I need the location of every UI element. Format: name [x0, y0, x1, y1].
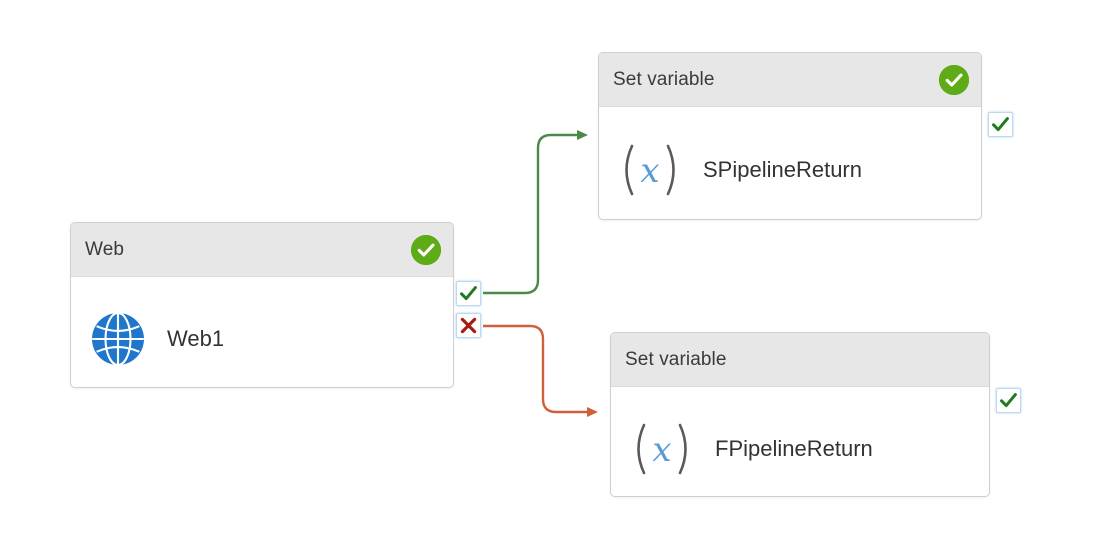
edge-success-connector[interactable]	[483, 130, 588, 295]
check-circle-icon	[939, 64, 969, 95]
output-handle-success[interactable]: On success	[996, 388, 1021, 413]
node-body: x SPipelineReturn	[599, 107, 981, 219]
activity-node-set-variable-failure[interactable]: Set variable x FPipelineReturn	[610, 332, 990, 497]
node-name-label: Web1	[167, 326, 225, 351]
check-icon	[1000, 393, 1017, 408]
svg-text:x: x	[640, 151, 659, 191]
node-header: Set variable	[599, 53, 981, 107]
output-handle-success[interactable]: On success	[456, 281, 481, 306]
node-name-label: SPipelineReturn	[703, 157, 862, 182]
node-header: Web	[71, 223, 453, 277]
node-type-label: Set variable	[613, 68, 715, 90]
node-header: Set variable	[611, 333, 989, 387]
variable-icon: x	[617, 142, 683, 198]
node-name-label: FPipelineReturn	[715, 435, 873, 461]
variable-icon: x	[629, 421, 695, 477]
activity-node-set-variable-success[interactable]: Set variable x SPipelineReturn	[598, 52, 982, 220]
check-circle-icon	[411, 234, 441, 265]
node-type-label: Set variable	[625, 348, 727, 370]
cross-icon	[460, 317, 477, 334]
node-type-label: Web	[85, 238, 125, 260]
output-handle-failure[interactable]: On failure	[456, 313, 481, 338]
check-icon	[992, 117, 1009, 132]
globe-icon	[89, 310, 147, 368]
node-body: x FPipelineReturn	[611, 387, 989, 496]
node-body: Web1	[71, 277, 453, 387]
output-handle-success[interactable]: On success	[988, 112, 1013, 137]
activity-node-web[interactable]: Web	[70, 222, 454, 388]
edge-failure-connector[interactable]	[483, 324, 598, 417]
check-icon	[460, 286, 477, 301]
svg-text:x: x	[652, 430, 671, 470]
